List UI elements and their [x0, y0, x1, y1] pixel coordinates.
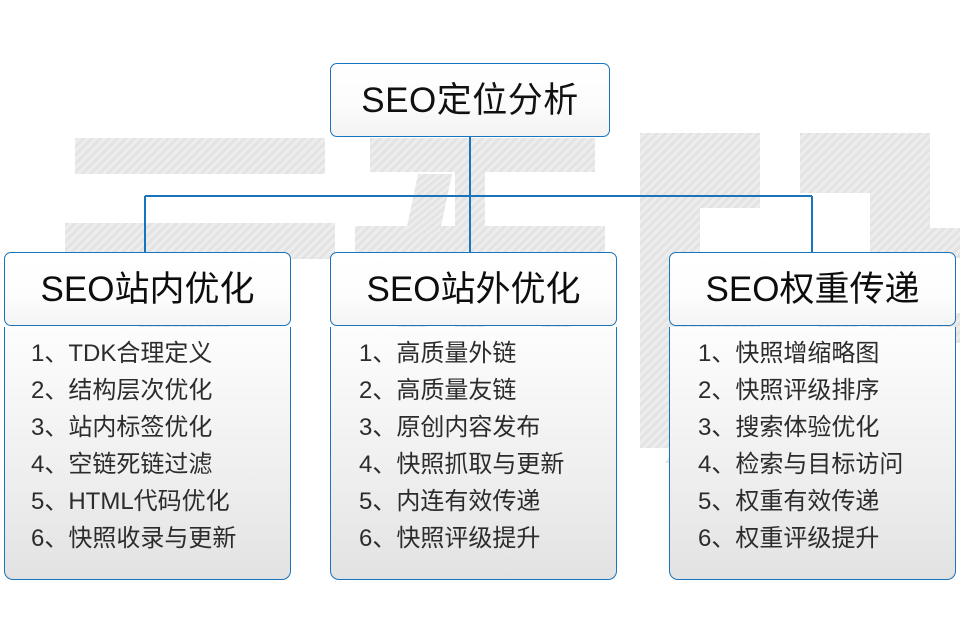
list-item: 3、原创内容发布	[359, 414, 541, 441]
list-item: 1、高质量外链	[359, 340, 517, 367]
root-node-label: SEO定位分析	[361, 80, 579, 120]
branch-list-2: 1、高质量外链 2、高质量友链 3、原创内容发布 4、快照抓取与更新 5、内连有…	[330, 327, 617, 580]
list-item: 5、内连有效传递	[359, 488, 541, 515]
list-item: 5、权重有效传递	[698, 488, 880, 515]
branch-column-2: SEO站外优化 1、高质量外链 2、高质量友链 3、原创内容发布 4、快照抓取与…	[330, 252, 617, 580]
branch-header-1[interactable]: SEO站内优化	[4, 252, 291, 326]
branch-header-label-3: SEO权重传递	[705, 269, 920, 309]
branch-header-label-2: SEO站外优化	[366, 269, 581, 309]
branch-column-1: SEO站内优化 1、TDK合理定义 2、结构层次优化 3、站内标签优化 4、空链…	[4, 252, 291, 580]
list-item: 6、快照评级提升	[359, 525, 541, 552]
branch-list-3: 1、快照增缩略图 2、快照评级排序 3、搜索体验优化 4、检索与目标访问 5、权…	[669, 327, 956, 580]
list-item: 2、快照评级排序	[698, 377, 880, 404]
list-item: 4、快照抓取与更新	[359, 451, 565, 478]
branch-list-1: 1、TDK合理定义 2、结构层次优化 3、站内标签优化 4、空链死链过滤 5、H…	[4, 327, 291, 580]
list-item: 6、权重评级提升	[698, 525, 880, 552]
list-item: 4、检索与目标访问	[698, 451, 904, 478]
branch-column-3: SEO权重传递 1、快照增缩略图 2、快照评级排序 3、搜索体验优化 4、检索与…	[669, 252, 956, 580]
branch-header-2[interactable]: SEO站外优化	[330, 252, 617, 326]
list-item: 2、结构层次优化	[31, 377, 213, 404]
list-item: 3、搜索体验优化	[698, 414, 880, 441]
branch-header-3[interactable]: SEO权重传递	[669, 252, 956, 326]
list-item: 5、HTML代码优化	[31, 488, 230, 515]
list-item: 6、快照收录与更新	[31, 525, 237, 552]
list-item: 4、空链死链过滤	[31, 451, 213, 478]
list-item: 1、TDK合理定义	[31, 340, 213, 367]
list-item: 3、站内标签优化	[31, 414, 213, 441]
branch-header-label-1: SEO站内优化	[40, 269, 255, 309]
list-item: 2、高质量友链	[359, 377, 517, 404]
root-node[interactable]: SEO定位分析	[330, 63, 610, 137]
list-item: 1、快照增缩略图	[698, 340, 880, 367]
